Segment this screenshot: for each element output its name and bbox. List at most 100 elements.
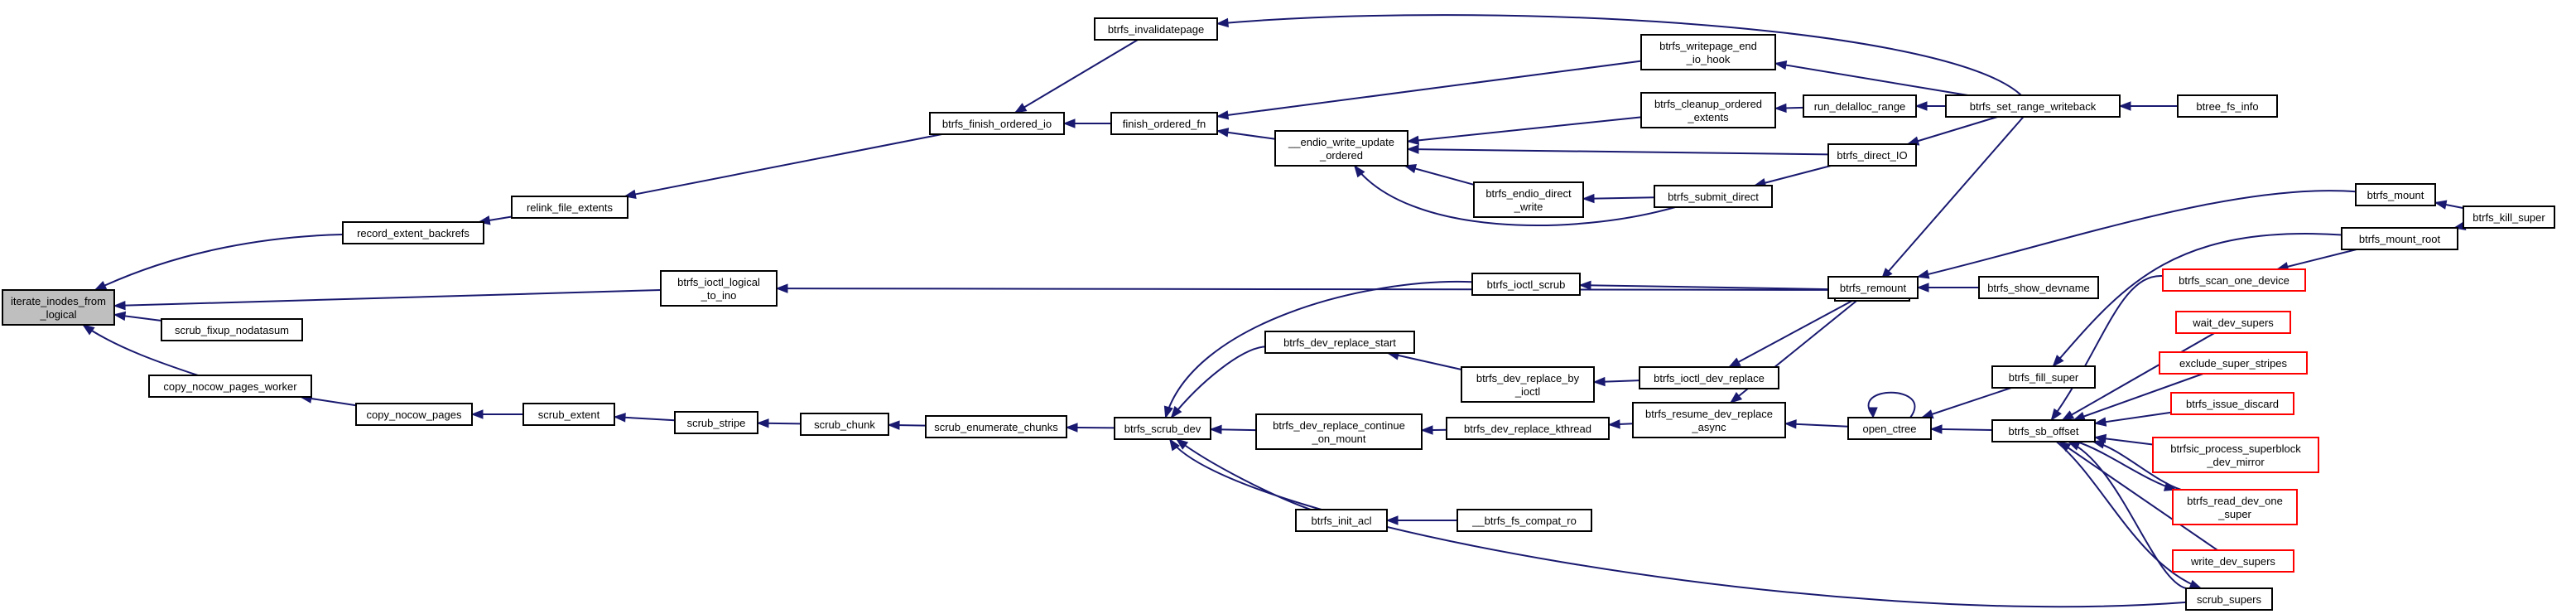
- node-box[interactable]: [1295, 509, 1388, 532]
- node-box[interactable]: [2152, 437, 2319, 473]
- node-scrub-fixup[interactable]: scrub_fixup_nodatasum: [161, 318, 303, 341]
- node-fill-super[interactable]: btrfs_fill_super: [1991, 365, 2096, 389]
- node-endio-direct-write[interactable]: btrfs_endio_direct_write: [1473, 181, 1584, 218]
- node-mount-root[interactable]: btrfs_mount_root: [2341, 227, 2458, 250]
- node-box[interactable]: [2341, 227, 2458, 250]
- node-ioctl-dev-replace[interactable]: btrfs_ioctl_dev_replace: [1639, 366, 1779, 389]
- node-finish-ordered-io[interactable]: btrfs_finish_ordered_io: [929, 112, 1065, 135]
- node-box[interactable]: [674, 411, 758, 434]
- node-remount[interactable]: btrfs_remount: [1827, 276, 1919, 299]
- node-box[interactable]: [2159, 351, 2308, 375]
- node-box[interactable]: [1803, 94, 1917, 118]
- node-box[interactable]: [929, 112, 1065, 135]
- node-wait-dev-supers[interactable]: wait_dev_supers: [2175, 311, 2291, 334]
- node-write-dev-supers[interactable]: write_dev_supers: [2172, 549, 2294, 573]
- node-box[interactable]: [2172, 489, 2298, 525]
- node-box[interactable]: [1654, 185, 1773, 208]
- node-box[interactable]: [1639, 366, 1779, 389]
- node-dev-replace-start[interactable]: btrfs_dev_replace_start: [1264, 331, 1415, 354]
- node-scrub-enum[interactable]: scrub_enumerate_chunks: [925, 415, 1067, 438]
- node-record-extent[interactable]: record_extent_backrefs: [342, 221, 484, 244]
- node-resume-dev-replace[interactable]: btrfs_resume_dev_replace_async: [1632, 402, 1786, 438]
- node-exclude-super-stripes[interactable]: exclude_super_stripes: [2159, 351, 2308, 375]
- node-box[interactable]: [1274, 130, 1408, 167]
- node-box[interactable]: [2355, 183, 2436, 206]
- node-box[interactable]: [1640, 92, 1776, 128]
- node-box[interactable]: [1255, 413, 1423, 450]
- node-box[interactable]: [2, 289, 115, 326]
- node-box[interactable]: [2175, 311, 2291, 334]
- node-sb-offset[interactable]: btrfs_sb_offset: [1991, 419, 2096, 442]
- node-box[interactable]: [1847, 417, 1932, 440]
- node-box[interactable]: [1461, 366, 1595, 403]
- node-box[interactable]: [2172, 549, 2294, 573]
- node-box[interactable]: [1991, 365, 2096, 389]
- node-box[interactable]: [1446, 417, 1610, 440]
- node-box[interactable]: [1473, 181, 1584, 218]
- node-box[interactable]: [1471, 273, 1581, 296]
- node-endio-write-update[interactable]: __endio_write_update_ordered: [1274, 130, 1408, 167]
- node-relink[interactable]: relink_file_extents: [511, 196, 628, 219]
- node-issue-discard[interactable]: btrfs_issue_discard: [2170, 392, 2294, 415]
- node-set-range-writeback[interactable]: btrfs_set_range_writeback: [1945, 94, 2121, 118]
- node-scan-one-device[interactable]: btrfs_scan_one_device: [2162, 268, 2306, 292]
- node-submit-direct[interactable]: btrfs_submit_direct: [1654, 185, 1773, 208]
- node-copy-nocow-worker[interactable]: copy_nocow_pages_worker: [148, 375, 312, 398]
- node-box[interactable]: [925, 415, 1067, 438]
- node-scrub-extent[interactable]: scrub_extent: [522, 403, 615, 426]
- node-init-acl[interactable]: btrfs_init_acl: [1295, 509, 1388, 532]
- node-box[interactable]: [1632, 402, 1786, 438]
- node-kill-super[interactable]: btrfs_kill_super: [2463, 205, 2555, 229]
- node-dev-replace-continue[interactable]: btrfs_dev_replace_continue_on_mount: [1255, 413, 1423, 450]
- node-box[interactable]: [1264, 331, 1415, 354]
- node-box[interactable]: [522, 403, 615, 426]
- node-ioctl-logical[interactable]: btrfs_ioctl_logical_to_ino: [660, 270, 778, 307]
- node-scrub-supers[interactable]: scrub_supers: [2185, 587, 2273, 611]
- node-finish-ordered-fn[interactable]: finish_ordered_fn: [1110, 112, 1218, 135]
- node-box[interactable]: [1827, 143, 1917, 167]
- node-dev-replace-kthread[interactable]: btrfs_dev_replace_kthread: [1446, 417, 1610, 440]
- node-label: _io_hook: [1686, 53, 1731, 65]
- node-box[interactable]: [800, 413, 889, 436]
- node-box[interactable]: [1094, 17, 1218, 41]
- node-iterate[interactable]: iterate_inodes_from_logical: [2, 289, 115, 326]
- node-box[interactable]: [1110, 112, 1218, 135]
- node-fs-compat-ro[interactable]: __btrfs_fs_compat_ro: [1457, 509, 1592, 532]
- node-invalidatepage[interactable]: btrfs_invalidatepage: [1094, 17, 1218, 41]
- node-box[interactable]: [1114, 417, 1211, 440]
- node-cleanup-ordered[interactable]: btrfs_cleanup_ordered_extents: [1640, 92, 1776, 128]
- node-box[interactable]: [148, 375, 312, 398]
- node-box[interactable]: [355, 403, 473, 426]
- node-box[interactable]: [2170, 392, 2294, 415]
- node-read-dev-one-super[interactable]: btrfs_read_dev_one_super: [2172, 489, 2298, 525]
- node-box[interactable]: [161, 318, 303, 341]
- node-show-devname[interactable]: btrfs_show_devname: [1978, 276, 2099, 299]
- node-copy-nocow[interactable]: copy_nocow_pages: [355, 403, 473, 426]
- node-writepage-end[interactable]: btrfs_writepage_end_io_hook: [1640, 34, 1776, 70]
- node-box[interactable]: [1945, 94, 2121, 118]
- node-run-delalloc[interactable]: run_delalloc_range: [1803, 94, 1917, 118]
- node-label: wait_dev_supers: [2192, 317, 2274, 329]
- node-box[interactable]: [342, 221, 484, 244]
- node-box[interactable]: [2185, 587, 2273, 611]
- node-box[interactable]: [1991, 419, 2096, 442]
- node-dev-replace-by-ioctl[interactable]: btrfs_dev_replace_by_ioctl: [1461, 366, 1595, 403]
- node-box[interactable]: [1827, 276, 1919, 299]
- node-scrub-dev[interactable]: btrfs_scrub_dev: [1114, 417, 1211, 440]
- node-box[interactable]: [1457, 509, 1592, 532]
- node-ioctl-scrub[interactable]: btrfs_ioctl_scrub: [1471, 273, 1581, 296]
- node-scrub-stripe[interactable]: scrub_stripe: [674, 411, 758, 434]
- node-mount[interactable]: btrfs_mount: [2355, 183, 2436, 206]
- node-box[interactable]: [2463, 205, 2555, 229]
- node-open-ctree[interactable]: open_ctree: [1847, 417, 1932, 440]
- node-box[interactable]: [511, 196, 628, 219]
- node-box[interactable]: [1640, 34, 1776, 70]
- node-box[interactable]: [2177, 94, 2278, 118]
- node-scrub-chunk[interactable]: scrub_chunk: [800, 413, 889, 436]
- node-box[interactable]: [660, 270, 778, 307]
- node-box[interactable]: [2162, 268, 2306, 292]
- node-direct-io[interactable]: btrfs_direct_IO: [1827, 143, 1917, 167]
- node-btrfsic-process[interactable]: btrfsic_process_superblock_dev_mirror: [2152, 437, 2319, 473]
- node-btree-fs-info[interactable]: btree_fs_info: [2177, 94, 2278, 118]
- node-box[interactable]: [1978, 276, 2099, 299]
